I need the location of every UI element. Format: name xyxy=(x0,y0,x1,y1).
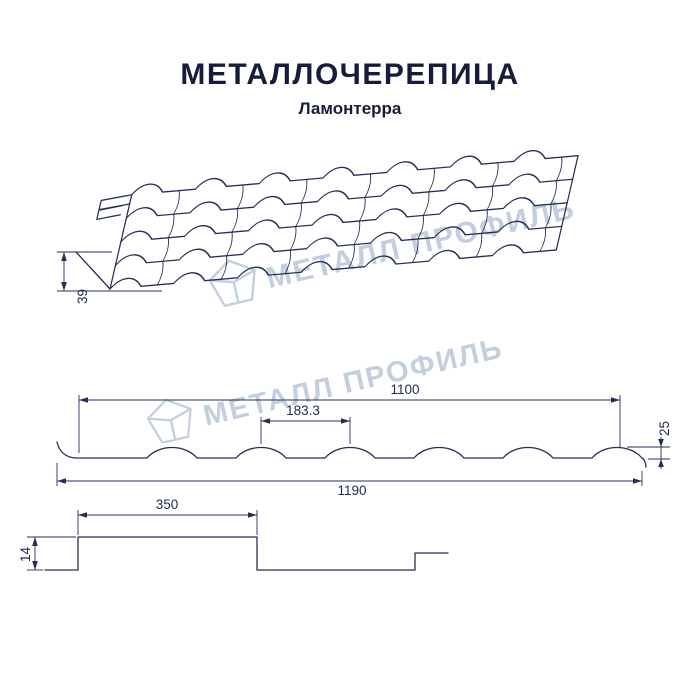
dimension-14: 14 xyxy=(18,536,76,571)
page-title: МЕТАЛЛОЧЕРЕПИЦА xyxy=(180,58,520,91)
dimension-1100: 1100 xyxy=(78,382,621,453)
watermark-upper: МЕТАЛЛ ПРОФИЛЬ xyxy=(208,192,579,307)
dimension-350: 350 xyxy=(77,497,258,535)
dim-350-label: 350 xyxy=(156,497,179,512)
dim-14-label: 14 xyxy=(18,546,33,562)
dim-183-3-label: 183.3 xyxy=(286,403,320,418)
dim-39-label: 39 xyxy=(75,289,90,304)
metall-profil-logo-icon xyxy=(146,398,192,444)
watermark-lower: МЕТАЛЛ ПРОФИЛЬ xyxy=(146,332,506,444)
perspective-tile-sheet xyxy=(75,150,579,290)
watermark-text: МЕТАЛЛ ПРОФИЛЬ xyxy=(263,192,579,295)
dim-1190-label: 1190 xyxy=(337,483,366,498)
dim-25-label: 25 xyxy=(657,421,672,436)
dimension-25: 25 xyxy=(627,421,672,469)
dimension-1190: 1190 xyxy=(56,463,643,498)
longitudinal-step-profile xyxy=(44,536,449,571)
dim-1100-label: 1100 xyxy=(390,382,419,397)
cross-section-profile xyxy=(56,441,647,468)
watermark-text: МЕТАЛЛ ПРОФИЛЬ xyxy=(200,332,506,432)
dimension-39: 39 xyxy=(57,251,162,304)
page-subtitle: Ламонтерра xyxy=(298,99,402,118)
dimension-183-3: 183.3 xyxy=(260,403,351,444)
metall-profil-logo-icon xyxy=(208,259,256,307)
